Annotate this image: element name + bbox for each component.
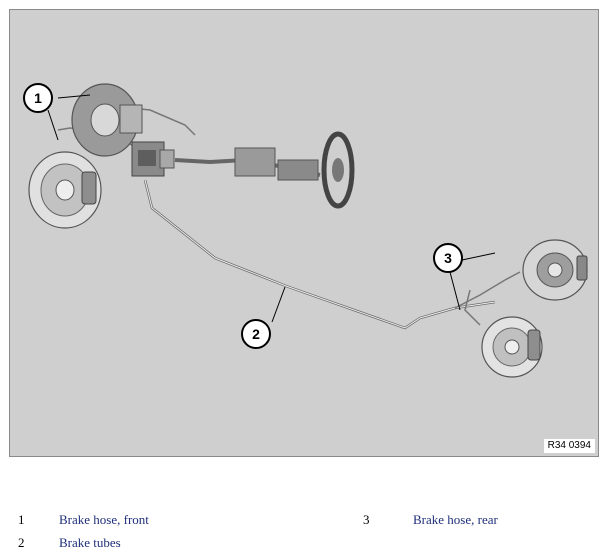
legend-text-3: Brake hose, rear — [413, 512, 498, 527]
svg-text:1: 1 — [34, 90, 42, 106]
figure-id-label: R34 0394 — [543, 439, 595, 453]
rear-right-disc-lower — [481, 316, 543, 378]
legend-number-2: 2 — [18, 535, 25, 550]
callout-1: 1 — [23, 83, 53, 113]
brake-system-figure: 1 2 3 R34 0394 — [9, 9, 599, 457]
callout-3: 3 — [433, 243, 463, 273]
front-right-disc-lower — [28, 151, 102, 229]
legend-text-1: Brake hose, front — [59, 512, 149, 527]
brake-system-illustration: 1 2 3 — [23, 83, 588, 378]
legend-text-2: Brake tubes — [59, 535, 121, 550]
brake-control-unit — [131, 141, 175, 177]
rear-left-disc-upper — [522, 239, 588, 301]
legend-number-3: 3 — [363, 512, 370, 527]
legend-number-1: 1 — [18, 512, 25, 527]
svg-text:2: 2 — [252, 326, 260, 342]
brake-tube-line-inner — [144, 179, 496, 329]
svg-text:3: 3 — [444, 250, 452, 266]
front-left-disc-upper — [71, 83, 143, 157]
callout-2: 2 — [241, 319, 271, 349]
steering-assembly — [174, 131, 355, 209]
